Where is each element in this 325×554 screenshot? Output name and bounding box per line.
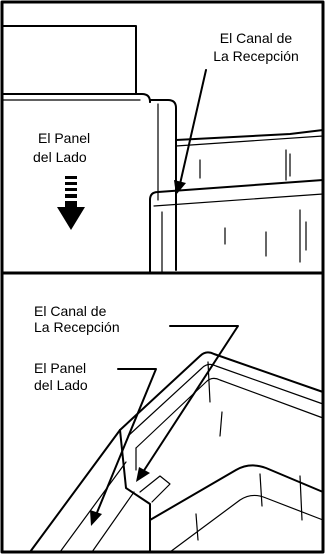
bottom-channel-pointer	[136, 325, 239, 482]
down-arrow-icon	[57, 176, 85, 230]
bottom-side-panel-pointer	[90, 368, 157, 526]
bottom-side-panel-label-line1: El Panel	[34, 360, 86, 376]
top-side-panel-label-line1: El Panel	[38, 130, 90, 146]
bottom-channel-label-line2: La Recepción	[34, 319, 120, 335]
bottom-channel-label-line1: El Canal de	[34, 303, 107, 319]
top-channel-label-line1: El Canal de	[220, 30, 293, 46]
top-panel-illustration	[1, 25, 324, 273]
top-channel-pointer	[174, 69, 207, 195]
top-side-panel-label-line2: del Lado	[33, 149, 87, 165]
bottom-side-panel-label-line2: del Lado	[34, 377, 88, 393]
bottom-panel-illustration	[29, 351, 324, 553]
top-channel-label-line2: La Recepción	[213, 48, 299, 64]
